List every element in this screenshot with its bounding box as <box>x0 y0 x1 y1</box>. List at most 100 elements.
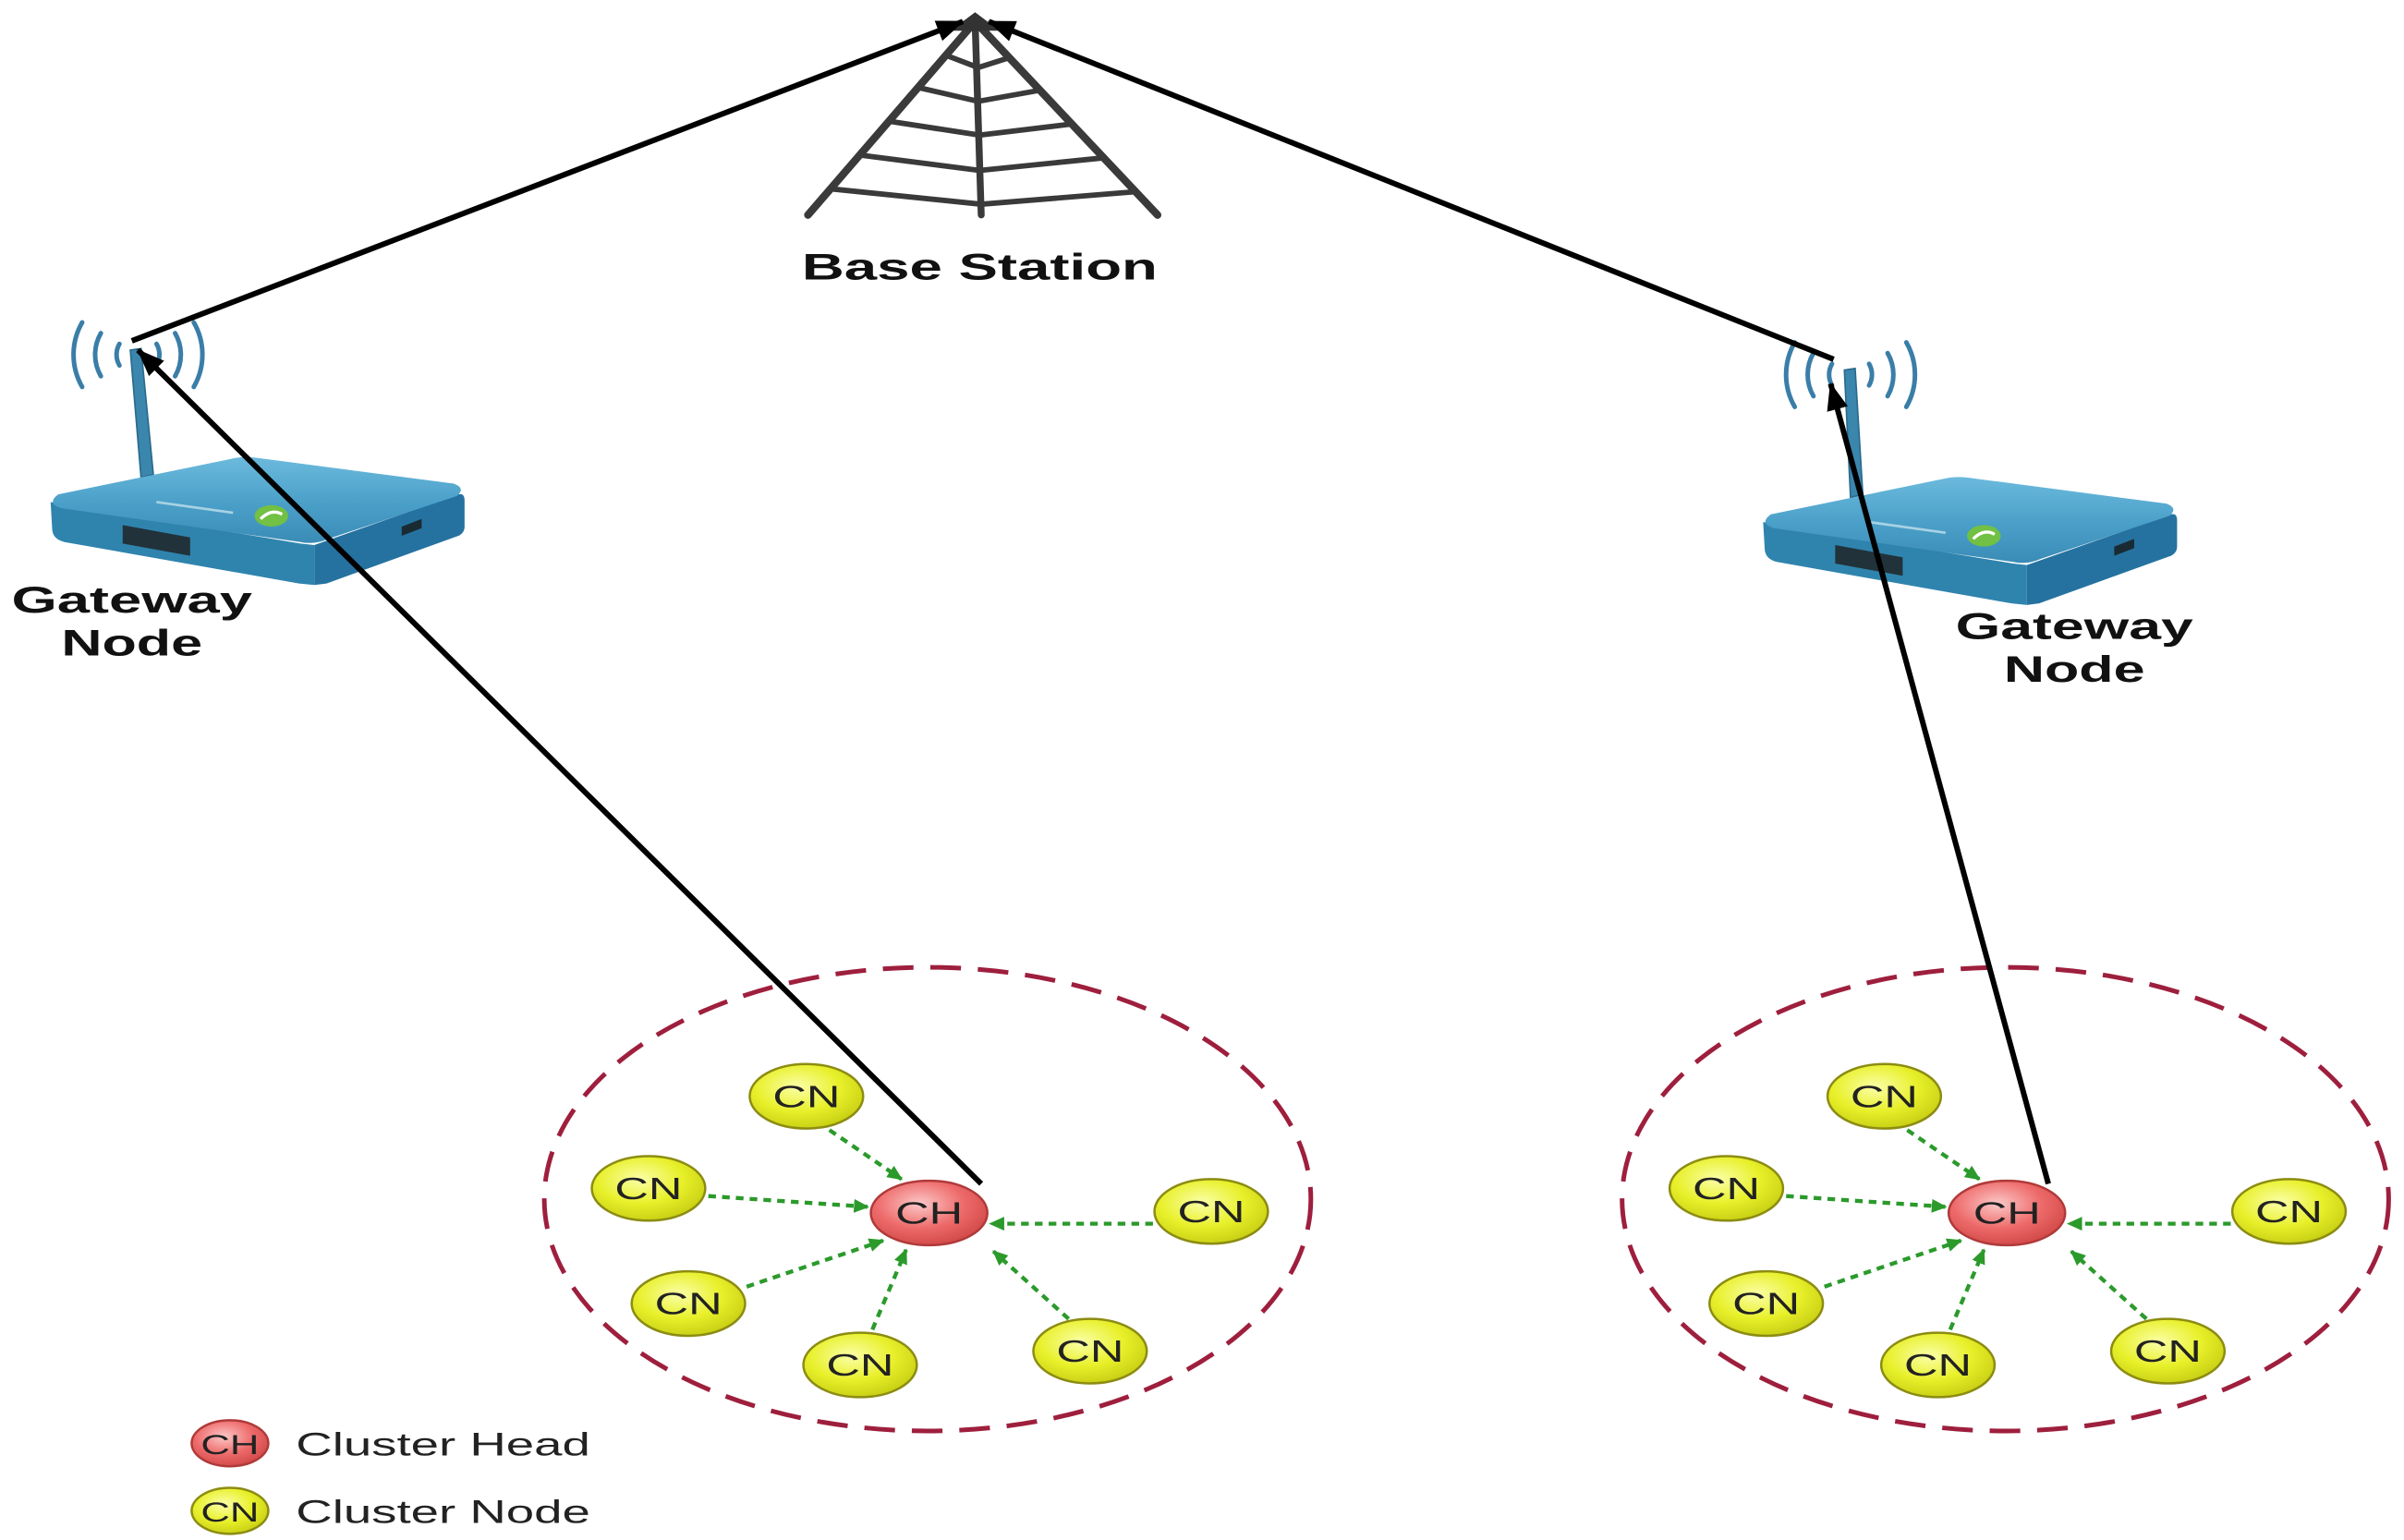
cluster-node-shape <box>748 1062 865 1130</box>
wifi-wave <box>1885 350 1896 399</box>
router-logo-icon <box>1967 525 2001 547</box>
cluster-node-shape <box>2230 1178 2348 1245</box>
cluster-node: CN <box>1708 1269 1825 1338</box>
member-link <box>1824 1238 1962 1289</box>
cluster-head-label: CH <box>1973 1197 2041 1231</box>
member-link <box>2070 1249 2148 1321</box>
cluster-node-shape <box>802 1331 918 1399</box>
uplink-cluster-2-to-gateway-2 <box>1827 382 2051 1185</box>
cluster-node-label: CN <box>826 1349 893 1383</box>
base-station-label: Base Station <box>802 247 1158 287</box>
member-links <box>1786 1128 2231 1331</box>
router-logo-swoosh <box>1972 530 1996 540</box>
cluster-node-label: CN <box>1851 1080 1918 1114</box>
gateway-label-line2: Node <box>61 624 202 664</box>
wifi-wave <box>191 320 205 390</box>
router-logo-badge <box>254 504 288 527</box>
cluster-head-label: CH <box>895 1197 963 1231</box>
legend-item-cluster-node: CN Cluster Node <box>190 1486 590 1535</box>
cluster-node: CN <box>590 1155 707 1222</box>
legend-cluster-node-symbol-label: CN <box>200 1498 259 1528</box>
cluster-node-label: CN <box>1904 1349 1972 1383</box>
cluster-node: CN <box>630 1269 747 1338</box>
tower-right-leg <box>971 18 1162 219</box>
cluster-node: CN <box>1032 1317 1148 1385</box>
tower-icon <box>804 12 1162 219</box>
cluster-node-shape <box>590 1155 707 1222</box>
router-brand-mark <box>1868 520 1947 535</box>
wifi-wave <box>71 320 85 390</box>
router-icon <box>1763 340 2178 605</box>
cluster-node: CN <box>1879 1331 1997 1399</box>
tower-rung <box>916 84 1041 104</box>
legend-cluster-head-symbol-label: CH <box>200 1430 259 1461</box>
cluster-node-label: CN <box>1732 1288 1800 1322</box>
cluster-node: CN <box>1668 1155 1785 1222</box>
router-front-port <box>1835 545 1903 576</box>
legend-cluster-head-label: Cluster Head <box>296 1427 590 1463</box>
router-body-top <box>1765 477 2174 564</box>
cluster-node: CN <box>1153 1178 1269 1245</box>
cluster-node-shape <box>1153 1178 1269 1245</box>
base-station: Base Station <box>802 12 1162 287</box>
gateway-node-2: Gateway Node <box>1763 340 2193 690</box>
cluster-node-label: CN <box>2255 1195 2323 1230</box>
cluster-node-shape <box>630 1269 747 1338</box>
router-body-right-face <box>2026 514 2178 605</box>
wifi-wave <box>173 331 184 379</box>
member-link <box>991 1249 1071 1321</box>
wifi-signal-icon <box>71 320 205 390</box>
wifi-wave <box>92 331 103 379</box>
cluster-node-label: CN <box>614 1172 682 1207</box>
cluster-1: CH CN CN CN CN CN CN <box>541 964 1314 1434</box>
member-link <box>870 1248 908 1331</box>
cluster-node: CN <box>2230 1178 2348 1245</box>
cluster-node-label: CN <box>655 1288 722 1322</box>
cluster-node-label: CN <box>1177 1195 1244 1230</box>
router-brand-mark <box>156 501 234 515</box>
wifi-wave <box>1805 350 1816 399</box>
cluster-node-shape <box>1668 1155 1785 1222</box>
member-link <box>1948 1248 1986 1331</box>
router-body-top <box>53 456 461 543</box>
cluster-head-node: CH <box>1947 1179 2067 1247</box>
router-side-port <box>401 518 422 537</box>
gateway-label-line2: Node <box>2004 649 2145 690</box>
cluster-node-label: CN <box>1056 1335 1123 1369</box>
wifi-wave <box>1903 340 1918 409</box>
cluster-node-label: CN <box>772 1080 840 1114</box>
tower-rung <box>886 118 1072 139</box>
member-link <box>828 1128 904 1182</box>
router-logo-badge <box>1967 525 2001 547</box>
cluster-node-shape <box>1032 1317 1148 1385</box>
member-links <box>708 1128 1153 1331</box>
member-link <box>746 1238 885 1289</box>
cluster-head-node: CH <box>869 1179 989 1247</box>
cluster-node-shape <box>1708 1269 1825 1338</box>
tower-rung <box>942 52 1011 71</box>
legend-cluster-node-symbol <box>190 1486 270 1535</box>
cluster-node: CN <box>748 1062 865 1130</box>
legend: CH Cluster Head CN Cluster Node <box>190 1419 590 1535</box>
cluster-node-shape <box>1826 1062 1943 1130</box>
cluster-node: CN <box>2109 1317 2227 1385</box>
cluster-boundary <box>1620 964 2391 1434</box>
wifi-signal-icon <box>1783 340 1918 409</box>
legend-cluster-node-label: Cluster Node <box>296 1495 590 1531</box>
cluster-node: CN <box>802 1331 918 1399</box>
cluster-node-shape <box>2109 1317 2227 1385</box>
cluster-node-label: CN <box>1693 1172 1760 1207</box>
router-side-port <box>2114 539 2134 556</box>
wifi-wave <box>1866 361 1875 388</box>
member-link <box>1906 1128 1981 1182</box>
tower-rung <box>828 186 1136 207</box>
uplink-gateway-2-to-base-station <box>987 18 1835 362</box>
legend-cluster-head-symbol <box>190 1419 270 1468</box>
router-logo-icon <box>254 504 288 527</box>
tower-center-leg <box>971 18 985 219</box>
router-logo-swoosh <box>259 510 284 520</box>
cluster-head-shape <box>869 1179 989 1247</box>
router-front-port <box>122 525 190 556</box>
